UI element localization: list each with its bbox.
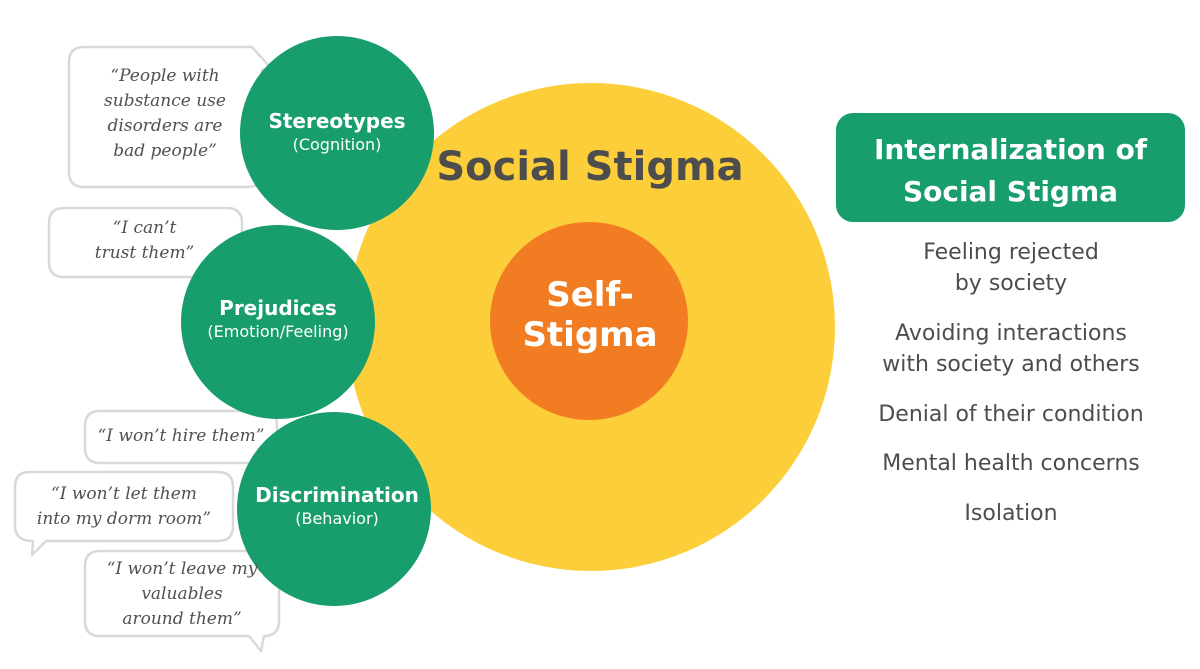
prejudices-title: Prejudices (219, 296, 337, 320)
stereotypes-title: Stereotypes (268, 109, 406, 133)
quote-dorm: “I won’t let them into my dorm room” (18, 482, 230, 532)
stereotypes-circle (240, 36, 434, 230)
self-stigma-label-line1: Self- (546, 275, 634, 315)
discrimination-circle (237, 412, 431, 606)
effect-item: Denial of their condition (850, 399, 1172, 430)
quote-hire: “I won’t hire them” (88, 424, 274, 449)
quote-line: “I can’t (112, 218, 177, 238)
speech-bubble-dorm (13, 470, 235, 557)
effect-line: Feeling rejected (923, 240, 1099, 265)
effect-line: Mental health concerns (882, 451, 1140, 476)
quote-stereotypes: “People with substance use disorders are… (90, 64, 240, 164)
internalization-title-line1: Internalization of (873, 133, 1148, 166)
quote-line: “I won’t let them (51, 484, 197, 504)
quote-line: trust them” (94, 243, 195, 263)
quote-line: “I won’t hire them” (97, 426, 265, 446)
prejudices-circle (181, 225, 375, 419)
prejudices-subtitle: (Emotion/Feeling) (207, 322, 349, 341)
effect-line: with society and others (882, 352, 1140, 377)
quote-line: valuables (141, 584, 223, 604)
effect-item: Mental health concerns (850, 448, 1172, 479)
effect-line: by society (954, 271, 1068, 296)
quote-line: “I won’t leave my (106, 559, 258, 579)
self-stigma-label-line2: Stigma (522, 315, 658, 355)
quote-line: “People with (110, 66, 220, 86)
effect-item: Avoiding interactions with society and o… (850, 318, 1172, 380)
social-stigma-label: Social Stigma (436, 144, 744, 190)
quote-line: around them” (122, 609, 242, 629)
effect-line: Denial of their condition (878, 402, 1144, 427)
discrimination-title: Discrimination (255, 483, 419, 507)
quote-line: disorders are (107, 116, 223, 136)
internalization-title-line2: Social Stigma (902, 175, 1119, 208)
quote-line: bad people” (113, 141, 217, 161)
self-stigma-circle (490, 222, 688, 420)
internalization-title: Internalization of Social Stigma (836, 129, 1185, 213)
quote-valuables: “I won’t leave my valuables around them” (90, 557, 274, 632)
self-stigma-label: Self- Stigma (495, 275, 685, 355)
effect-line: Avoiding interactions (895, 321, 1127, 346)
discrimination-subtitle: (Behavior) (295, 509, 379, 528)
internalization-box (836, 113, 1185, 222)
effect-item: Isolation (850, 498, 1172, 529)
quote-line: substance use (104, 91, 226, 111)
effect-item: Feeling rejected by society (850, 237, 1172, 299)
stereotypes-subtitle: (Cognition) (292, 135, 382, 154)
quote-prejudices: “I can’t trust them” (62, 216, 227, 266)
effect-line: Isolation (964, 501, 1058, 526)
quote-line: into my dorm room” (36, 509, 212, 529)
